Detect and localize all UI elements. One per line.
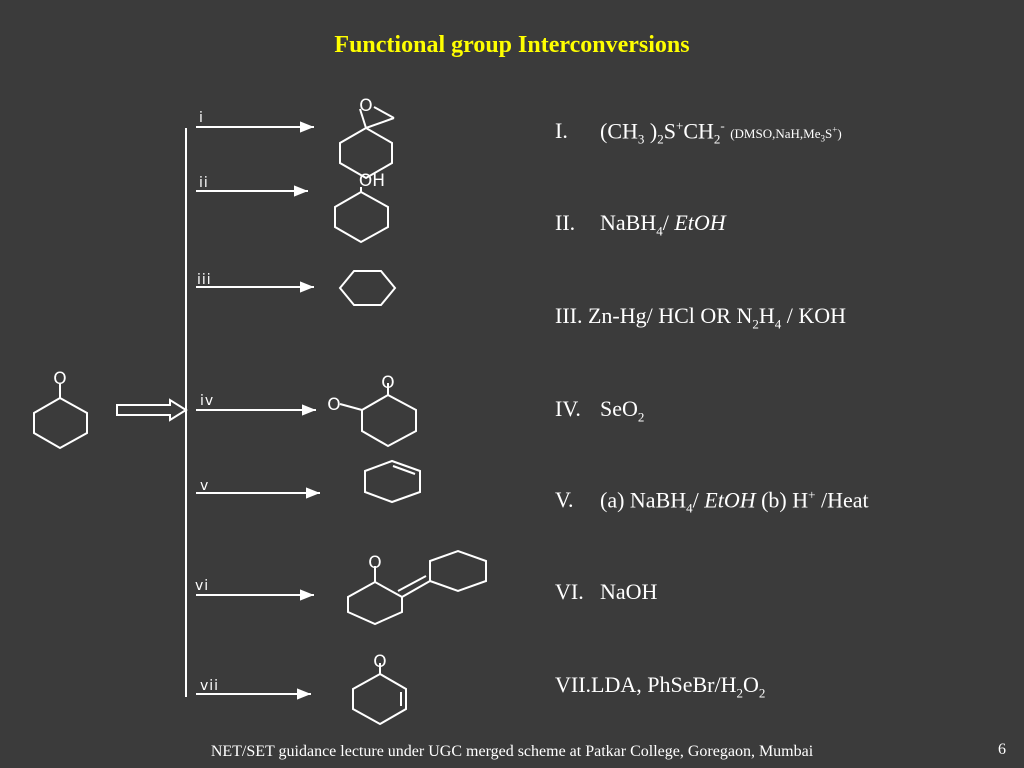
reagent-3-text: Zn-Hg/ HCl OR N xyxy=(587,303,753,328)
reagent-1-text: (CH xyxy=(600,118,638,144)
reagent-1-note-sub: 3 xyxy=(820,133,826,144)
arrow-label-v: v xyxy=(200,478,210,494)
reagent-1-note: (DMSO,NaH,Me3S+) xyxy=(730,125,842,144)
arrow-label-vi: vi xyxy=(195,578,210,594)
reagent-1-sup: - xyxy=(720,118,725,133)
arrow-label-i: i xyxy=(199,110,204,126)
reagent-4: IV. SeO2 xyxy=(555,396,644,425)
reagent-3-number: III. xyxy=(555,303,583,328)
reagent-3-sub: 4 xyxy=(774,316,782,332)
reagent-2: II. NaBH4/ EtOH xyxy=(555,210,726,239)
dione-oxygen-label-left: O xyxy=(327,395,340,415)
reagent-3-text: / KOH xyxy=(781,303,847,328)
cyclohexylidene-cyclohexanone-product xyxy=(347,549,487,626)
slide-title: Functional group Interconversions xyxy=(334,32,690,58)
reagent-5-sub: 4 xyxy=(686,500,693,516)
reagent-6-number: VI. xyxy=(555,579,584,604)
reagent-5-text: / xyxy=(692,487,705,513)
dione-oxygen-label-top: O xyxy=(381,373,394,393)
cyclohexane-product xyxy=(338,270,397,306)
cyclohexanedione-product xyxy=(339,383,417,448)
reagent-3: III. Zn-Hg/ HCl OR N2H4 / KOH xyxy=(555,303,846,332)
hollow-arrow xyxy=(116,398,188,422)
arrow-label-vii: vii xyxy=(200,678,220,694)
page-number: 6 xyxy=(998,741,1006,758)
reagent-5-text: (b) H xyxy=(755,487,809,513)
reagent-1-note-text: (DMSO,NaH,Me xyxy=(730,126,821,142)
slide-footer: NET/SET guidance lecture under UGC merge… xyxy=(210,743,814,760)
reagent-1-text: CH xyxy=(683,118,714,144)
reagent-4-sub: 2 xyxy=(637,409,645,425)
epoxide-oxygen-label: O xyxy=(359,96,372,116)
reagent-6-text: NaOH xyxy=(600,579,658,604)
reagent-1-text: S xyxy=(663,118,676,144)
reagent-7-text: O xyxy=(743,672,759,697)
reagent-3-text: H xyxy=(758,303,775,328)
reagent-7: VII.LDA, PhSeBr/H2O2 xyxy=(555,672,765,701)
reagent-7-sub: 2 xyxy=(758,685,766,701)
reagent-1-text: ) xyxy=(644,118,658,144)
reagent-2-text: / xyxy=(662,210,675,235)
reagent-4-number: IV. xyxy=(555,396,581,421)
cyclohexanone-starting-material xyxy=(33,384,88,450)
arrow-label-iii: iii xyxy=(197,272,212,288)
reagent-3-sub: 2 xyxy=(752,316,759,332)
reagent-6: VI. NaOH xyxy=(555,579,657,605)
reagent-5-sup: + xyxy=(808,487,816,502)
reagent-1: I.(CH3 )2S+CH2- (DMSO,NaH,Me3S+) xyxy=(555,118,842,148)
reagent-5-solvent: EtOH xyxy=(704,487,756,513)
reagent-2-solvent: EtOH xyxy=(674,210,726,235)
reagent-1-number: I. xyxy=(555,118,568,144)
reagent-2-text: NaBH xyxy=(600,210,657,235)
hydroxyl-label: OH xyxy=(359,171,385,191)
reagent-5: V. (a) NaBH4/ EtOH (b) H+ /Heat xyxy=(555,487,869,517)
arrow-label-ii: ii xyxy=(199,175,209,191)
spiro-epoxide-product xyxy=(339,106,395,180)
dimer-oxygen-label: O xyxy=(368,553,381,573)
cyclohexanol-product xyxy=(334,187,389,244)
reagent-7-number: VII. xyxy=(555,672,592,697)
reagent-1-note-sup: + xyxy=(832,125,838,135)
reagent-5-text: (a) NaBH xyxy=(600,487,687,513)
reagent-1-sup: + xyxy=(675,118,684,133)
reagent-1-sub: 2 xyxy=(657,131,664,147)
reagent-1-note-text: ) xyxy=(837,126,842,142)
reagent-2-number: II. xyxy=(555,210,576,235)
reagent-1-note-text: S xyxy=(825,126,833,142)
reagent-7-sub: 2 xyxy=(736,685,744,701)
reagent-1-sub: 2 xyxy=(713,131,721,147)
cyclohexene-product xyxy=(364,459,421,504)
arrow-label-iv: iv xyxy=(200,393,215,409)
reagent-2-sub: 4 xyxy=(656,223,663,239)
reagent-1-sub: 3 xyxy=(637,131,645,147)
cyclohexenone-product xyxy=(352,663,407,726)
reagent-5-text: /Heat xyxy=(815,487,869,513)
reagent-5-number: V. xyxy=(555,487,574,513)
enone-oxygen-label: O xyxy=(373,652,386,672)
starting-oxygen-label: O xyxy=(53,369,66,389)
reagent-7-text: LDA, PhSeBr/H xyxy=(591,672,737,697)
reagent-4-text: SeO xyxy=(600,396,638,421)
